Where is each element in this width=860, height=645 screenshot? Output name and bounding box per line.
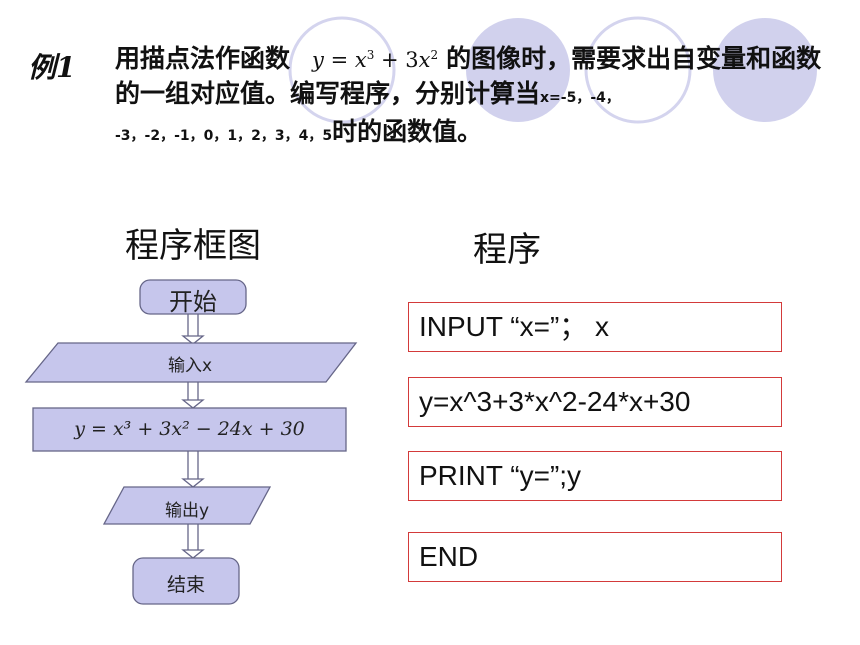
problem-text-3: 时的函数值。 xyxy=(332,117,483,146)
code-line-print: PRINT “y=”;y xyxy=(408,451,782,501)
input-label: 输入x xyxy=(167,356,213,376)
process-node xyxy=(32,407,347,452)
code-line-input: INPUT “x=”； x xyxy=(408,302,782,352)
end-label: 结束 xyxy=(166,574,205,596)
problem-formula: y = x3 + 3x2 xyxy=(312,48,439,72)
output-node xyxy=(102,486,272,525)
start-label: 开始 xyxy=(169,288,217,316)
code-line-formula: y=x^3+3*x^2-24*x+30 xyxy=(408,377,782,427)
start-node xyxy=(139,279,247,315)
example-label: 例1 xyxy=(28,51,76,84)
problem-text-1: 用描点法作函数 xyxy=(115,44,291,73)
process-label: y = x³ + 3x² − 24x + 30 xyxy=(74,418,305,440)
flowchart-heading: 程序框图 xyxy=(125,226,261,266)
code-line-end: END xyxy=(408,532,782,582)
end-node xyxy=(132,557,240,605)
program-heading: 程序 xyxy=(473,230,541,270)
x-values-a: x=-5，-4， xyxy=(540,90,620,106)
output-label: 输出y xyxy=(164,501,210,521)
x-values-b: -3，-2，-1，0，1，2，3，4，5 xyxy=(115,128,333,144)
connector-4 xyxy=(181,524,205,559)
problem-text-2: 的图像时，需要求出自变量和函数的一组对应值。编写程序，分别计算当 xyxy=(115,44,822,108)
decorative-circles xyxy=(288,16,817,124)
connector-2 xyxy=(181,382,205,409)
connector-1 xyxy=(181,314,205,345)
input-node xyxy=(24,342,358,383)
connector-3 xyxy=(181,451,205,488)
